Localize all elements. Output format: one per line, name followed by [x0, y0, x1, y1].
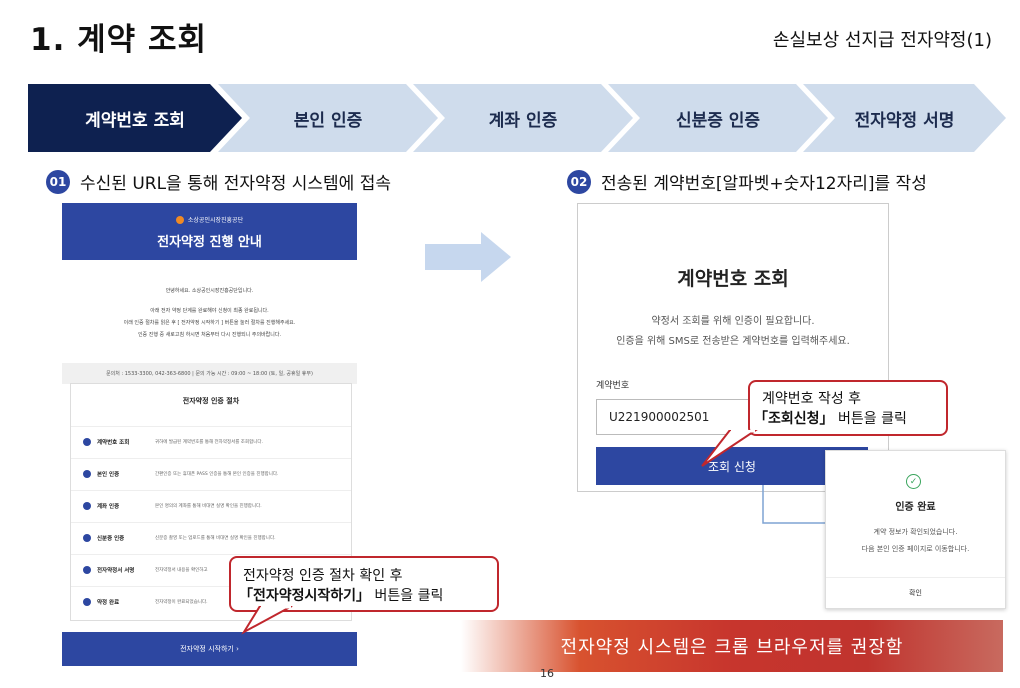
procedure-item: 본인 인증 간편인증 또는 휴대폰 PASS 인증을 통해 본인 인증을 진행합니… — [71, 458, 351, 489]
page-title: 1. 계약 조회 — [30, 22, 208, 58]
auth-complete-dialog: ✓ 인증 완료 계약 정보가 확인되었습니다. 다음 본인 인증 페이지로 이동… — [825, 450, 1006, 609]
bullet-icon — [83, 438, 91, 446]
org-logo: 소상공인시장진흥공단 — [62, 215, 357, 224]
step-label: 본인 인증 — [293, 110, 363, 131]
procedure-desc: 신분증 촬영 또는 업로드를 통해 비대면 실명 확인을 진행합니다. — [155, 536, 276, 541]
section-2-heading: 02 전송된 계약번호[알파벳+숫자12자리]를 작성 — [567, 169, 927, 194]
callout-text: 전자약정 인증 절차 확인 후 — [243, 568, 403, 584]
section-2-text: 전송된 계약번호[알파벳+숫자12자리]를 작성 — [601, 174, 927, 194]
arrow-right-icon — [425, 232, 511, 282]
step-account: 계좌 인증 — [413, 84, 633, 152]
callout-right: 계약번호 작성 후 「조회신청」 버튼을 클릭 — [748, 380, 948, 436]
procedure-desc: 본인 명의의 계좌를 통해 비대면 실명 확인을 진행합니다. — [155, 504, 262, 509]
logo-icon — [175, 215, 184, 224]
callout-bold: 「전자약정시작하기」 — [239, 588, 371, 604]
callout-pointer — [701, 430, 758, 467]
procedure-name: 본인 인증 — [97, 472, 120, 478]
procedure-item: 신분증 인증 신분증 촬영 또는 업로드를 통해 비대면 실명 확인을 진행합니다… — [71, 522, 351, 553]
procedure-name: 전자약정서 서명 — [97, 568, 135, 574]
step-contract-lookup: 계약번호 조회 — [28, 84, 242, 152]
lookup-title: 계약번호 조회 — [677, 268, 789, 290]
contact-bar: 문의처 : 1533-3300, 042-363-6800 | 문의 가능 시간… — [62, 363, 357, 384]
guide-title: 전자약정 진행 안내 — [157, 235, 262, 250]
callout-bold: 「조회신청」 — [754, 411, 834, 427]
bullet-icon — [83, 502, 91, 510]
procedure-item: 약정 완료 전자약정이 완료되었습니다. — [71, 586, 351, 617]
procedure-desc: 간편인증 또는 휴대폰 PASS 인증을 통해 본인 인증을 진행합니다. — [155, 472, 279, 477]
lookup-desc: 인증을 위해 SMS로 전송받은 계약번호를 입력해주세요. — [616, 336, 850, 347]
callout-text: 「조회신청」 버튼을 클릭 — [754, 408, 907, 428]
guide-line: 인증 진행 중 새로고침 하시면 처음부터 다시 진행되니 주의바랍니다. — [137, 332, 282, 338]
bullet-icon — [83, 566, 91, 574]
bullet-icon — [83, 598, 91, 606]
procedure-title: 전자약정 인증 절차 — [182, 397, 240, 405]
procedure-item: 전자약정서 서명 전자약정서 내용을 확인하고 — [71, 554, 351, 585]
lookup-desc: 약정서 조회를 위해 인증이 필요합니다. — [651, 316, 815, 327]
dialog-title: 인증 완료 — [895, 502, 936, 513]
connector-line — [762, 485, 834, 528]
callout-rest: 버튼을 클릭 — [833, 411, 907, 427]
page-subtitle: 손실보상 선지급 전자약정(1) — [772, 30, 992, 51]
procedure-name: 계약번호 조회 — [97, 440, 130, 446]
procedure-name: 계좌 인증 — [97, 504, 120, 510]
guide-line: 아래 전자 약정 단계를 완료해야 신청이 최종 완료됩니다. — [150, 308, 269, 314]
contract-number-label: 계약번호 — [596, 381, 630, 391]
procedure-desc: 전자약정서 내용을 확인하고 — [155, 568, 208, 573]
step-label: 전자약정 서명 — [854, 110, 955, 131]
page-number: 16 — [540, 667, 554, 680]
step-label: 신분증 인증 — [675, 110, 761, 131]
procedure-name: 약정 완료 — [97, 600, 120, 606]
callout-pointer — [241, 606, 293, 635]
callout-text: 「전자약정시작하기」 버튼을 클릭 — [239, 585, 443, 605]
step-signature: 전자약정 서명 — [803, 84, 1006, 152]
callout-text: 계약번호 작성 후 — [762, 391, 862, 407]
dialog-message: 다음 본인 인증 페이지로 이동합니다. — [861, 545, 970, 553]
bullet-icon — [83, 534, 91, 542]
callout-rest: 버튼을 클릭 — [370, 588, 444, 604]
step-number-badge: 02 — [567, 169, 591, 194]
guide-header: 소상공인시장진흥공단 전자약정 진행 안내 — [62, 203, 357, 260]
bullet-icon — [83, 470, 91, 478]
procedure-item: 계좌 인증 본인 명의의 계좌를 통해 비대면 실명 확인을 진행합니다. — [71, 490, 351, 521]
step-label: 계좌 인증 — [488, 110, 558, 131]
procedure-item: 계약번호 조회 귀하에 발급된 계약번호를 통해 전자약정서를 조회합니다. — [71, 426, 351, 457]
step-bar: 계약번호 조회 본인 인증 계좌 인증 신분증 인증 전자약정 서명 — [28, 84, 1006, 152]
procedure-desc: 귀하에 발급된 계약번호를 통해 전자약정서를 조회합니다. — [155, 440, 263, 445]
step-number-badge: 01 — [46, 169, 70, 194]
step-label: 계약번호 조회 — [85, 110, 185, 131]
chrome-recommendation-banner: 전자약정 시스템은 크롬 브라우저를 권장함 — [461, 620, 1003, 672]
callout-left: 전자약정 인증 절차 확인 후 「전자약정시작하기」 버튼을 클릭 — [229, 556, 499, 612]
procedure-name: 신분증 인증 — [97, 536, 125, 542]
divider — [826, 577, 1005, 578]
dialog-message: 계약 정보가 확인되었습니다. — [873, 528, 958, 536]
guide-greeting: 안녕하세요. 소상공인시장진흥공단입니다. — [165, 288, 254, 294]
start-e-contract-button[interactable]: 전자약정 시작하기 › — [62, 632, 357, 666]
step-id-card: 신분증 인증 — [608, 84, 828, 152]
step-identity: 본인 인증 — [218, 84, 438, 152]
section-1-heading: 01 수신된 URL을 통해 전자약정 시스템에 접속 — [46, 169, 391, 194]
check-circle-icon: ✓ — [906, 474, 921, 489]
section-1-text: 수신된 URL을 통해 전자약정 시스템에 접속 — [80, 174, 391, 194]
confirm-button[interactable]: 확인 — [909, 589, 922, 597]
guide-line: 이래 인증 절차를 읽은 후 [ 전자약정 시작하기 ] 버튼을 눌러 절차를 … — [123, 320, 296, 326]
org-name: 소상공인시장진흥공단 — [187, 217, 244, 224]
lookup-request-button[interactable]: 조회 신청 — [596, 447, 868, 485]
procedure-desc: 전자약정이 완료되었습니다. — [155, 600, 208, 605]
